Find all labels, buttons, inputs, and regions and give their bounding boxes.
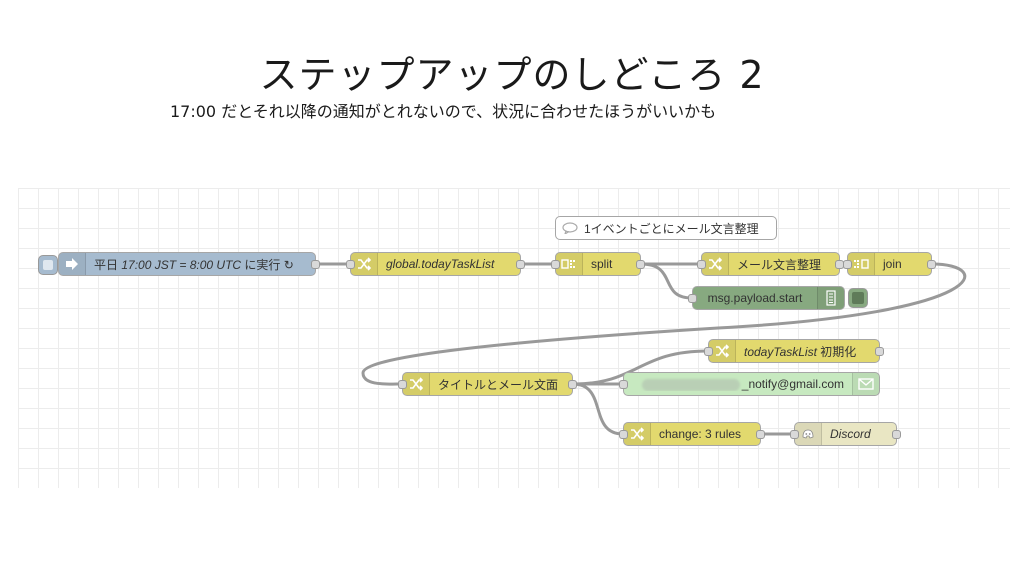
comment-text: 1イベントごとにメール文言整理 [584, 221, 759, 236]
slide-title: ステップアップのしどころ 2 [259, 53, 765, 97]
debug-node[interactable]: msg.payload.start [688, 286, 845, 310]
shuffle-icon [709, 340, 736, 362]
title-mail-label: タイトルとメール文面 [438, 377, 559, 392]
output-port[interactable] [756, 430, 765, 439]
list-icon [817, 287, 844, 309]
debug-label: msg.payload.start [707, 291, 803, 305]
shuffle-icon [403, 373, 430, 395]
output-port[interactable] [568, 380, 577, 389]
join-icon [848, 253, 875, 275]
inject-arrow-icon [59, 253, 86, 275]
input-port[interactable] [619, 430, 628, 439]
output-port[interactable] [311, 260, 320, 269]
wire [572, 382, 624, 436]
reset-label-var: todayTaskList [744, 344, 817, 359]
wire [640, 262, 693, 300]
input-port[interactable] [697, 260, 706, 269]
inject-label-time: 17:00 JST = 8:00 UTC [121, 257, 242, 272]
shuffle-icon [351, 253, 378, 275]
email-address: _notify@gmail.com [741, 377, 844, 391]
envelope-icon [852, 373, 879, 395]
comment-icon [562, 222, 578, 234]
change-node-rules[interactable]: change: 3 rules [619, 422, 765, 446]
join-label: join [883, 257, 902, 271]
discord-icon [795, 423, 822, 445]
discord-node[interactable]: Discord [790, 422, 901, 446]
change-node-reset[interactable]: todayTaskList 初期化 [704, 339, 884, 363]
discord-label: Discord [830, 427, 871, 441]
inject-label-prefix: 平日 [94, 257, 122, 272]
output-port[interactable] [636, 260, 645, 269]
input-port[interactable] [843, 260, 852, 269]
debug-toggle-button[interactable] [848, 288, 868, 308]
output-port[interactable] [927, 260, 936, 269]
mail-format-label: メール文言整理 [737, 257, 822, 272]
output-port[interactable] [875, 347, 884, 356]
shuffle-icon [624, 423, 651, 445]
rules-label: change: 3 rules [659, 427, 742, 441]
output-port[interactable] [892, 430, 901, 439]
split-icon [556, 253, 583, 275]
input-port[interactable] [688, 294, 697, 303]
change-node-title-mail[interactable]: タイトルとメール文面 [398, 372, 577, 396]
change-node-mail-format[interactable]: メール文言整理 [697, 252, 844, 276]
slide-subtitle: 17:00 だとそれ以降の通知がとれないので、状況に合わせたほうがいいかも [170, 102, 717, 121]
inject-node[interactable]: 平日 17:00 JST = 8:00 UTC に実行 ↻ [58, 252, 320, 276]
input-port[interactable] [704, 347, 713, 356]
inject-trigger-button[interactable] [38, 255, 58, 275]
input-port[interactable] [790, 430, 799, 439]
input-port[interactable] [619, 380, 628, 389]
shuffle-icon [702, 253, 729, 275]
split-label: split [591, 257, 613, 271]
flow-canvas[interactable]: 1イベントごとにメール文言整理 平日 17:00 JST = 8:00 UTC … [18, 188, 1010, 488]
wire [361, 262, 967, 386]
join-node[interactable]: join [843, 252, 936, 276]
redacted-address [641, 378, 740, 391]
split-node[interactable]: split [551, 252, 645, 276]
input-port[interactable] [346, 260, 355, 269]
output-port[interactable] [516, 260, 525, 269]
wires [315, 262, 967, 436]
input-port[interactable] [551, 260, 560, 269]
change-node-global[interactable]: global.todayTaskList [346, 252, 525, 276]
input-port[interactable] [398, 380, 407, 389]
reset-label-suffix: 初期化 [816, 344, 857, 359]
email-node[interactable]: _notify@gmail.com [619, 372, 880, 396]
inject-label-suffix: に実行 ↻ [241, 257, 294, 272]
change-global-label: global.todayTaskList [386, 257, 495, 271]
comment-node[interactable]: 1イベントごとにメール文言整理 [555, 216, 777, 240]
